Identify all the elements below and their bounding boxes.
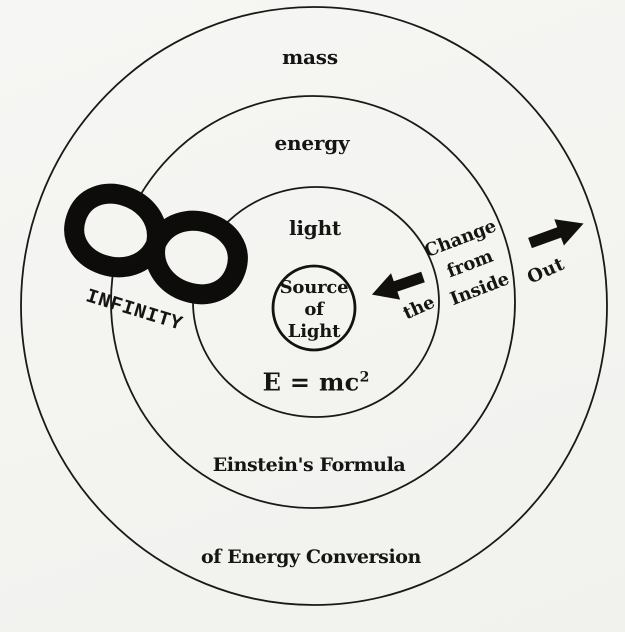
circle-energy-ring [110, 95, 516, 509]
source-line-3: Light [287, 321, 341, 342]
source-line-2: of [304, 299, 324, 320]
formula-base: E = mc [262, 367, 360, 397]
arrow-inward-icon [371, 271, 425, 300]
ring-label-energy: energy [274, 131, 350, 155]
circle-mass-ring [20, 6, 608, 606]
formula-exponent: 2 [359, 369, 370, 386]
circle-source-of-light [271, 264, 357, 352]
source-of-light-label: Source of Light [280, 277, 349, 343]
caption-einsteins-formula: Einstein's Formula [212, 454, 406, 476]
caption-of-energy-conversion: of Energy Conversion [201, 546, 421, 568]
ring-label-light: light [289, 216, 341, 240]
source-line-1: Source [279, 277, 349, 298]
emc2-formula: E = mc2 [263, 368, 370, 397]
infinity-symbol-icon [64, 183, 248, 305]
ring-label-mass: mass [282, 45, 338, 69]
arrow-outward-icon [528, 219, 584, 249]
